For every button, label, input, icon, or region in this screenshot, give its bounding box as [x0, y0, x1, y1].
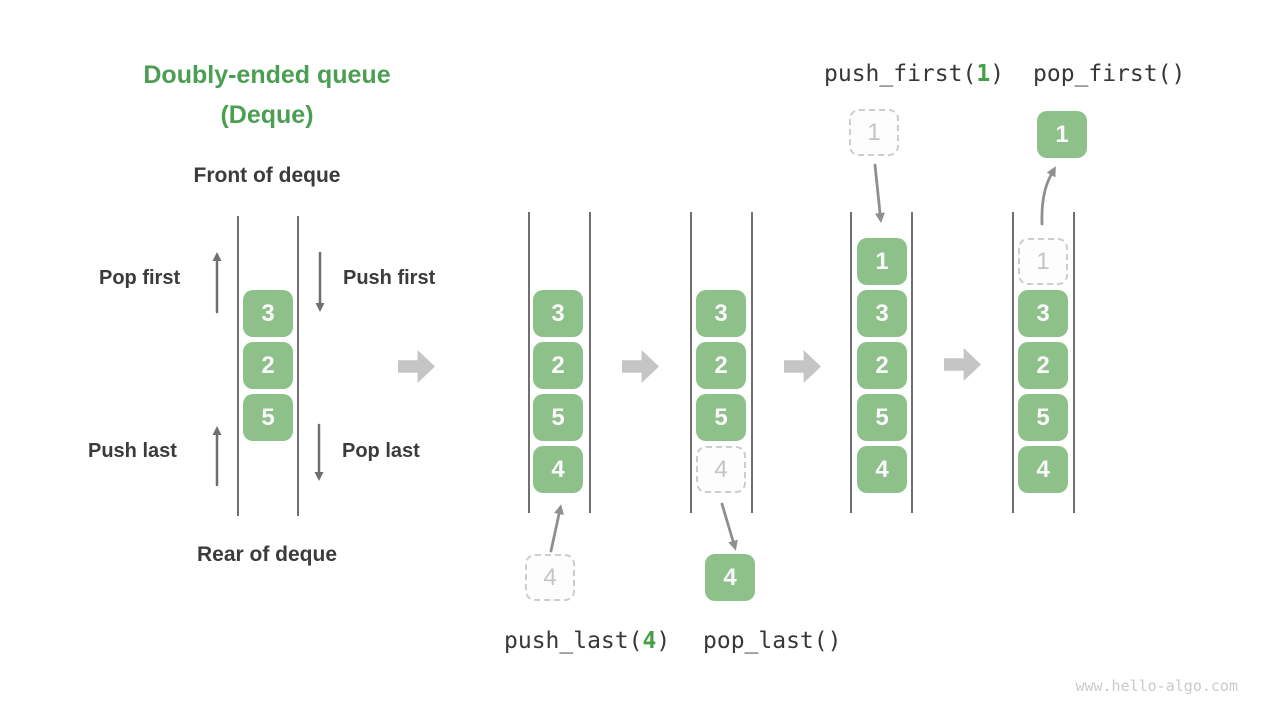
deque-after-push-last-cell-3: 3: [533, 290, 583, 337]
deque-after-push-first-wall-right: [911, 212, 913, 513]
flow-arrow-icon: [784, 350, 821, 383]
deque-during-pop-first-cell-2: 2: [1018, 342, 1068, 389]
deque-during-pop-first-wall-right: [1073, 212, 1075, 513]
op-text: pop_last(): [703, 628, 842, 654]
deque-during-pop-last-cell-3: 3: [696, 290, 746, 337]
deque-initial-cell-5: 5: [243, 394, 293, 441]
push-first-operation-caption: push_first(1): [824, 61, 1004, 87]
deque-after-push-last-cell-5: 5: [533, 394, 583, 441]
deque-after-push-last-wall-right: [589, 212, 591, 513]
front-of-deque-label: Front of deque: [193, 164, 341, 187]
diagram-title-line1: Doubly-ended queue: [143, 61, 391, 89]
deque-after-push-first-cell-1: 1: [857, 238, 907, 285]
deque-during-pop-last-wall-left: [690, 212, 692, 513]
op-text: ): [656, 628, 671, 654]
watermark: www.hello-algo.com: [1075, 677, 1238, 695]
deque-after-push-last-cell-4: 4: [533, 446, 583, 493]
deque-initial-cell-3: 3: [243, 290, 293, 337]
push-first-label: Push first: [343, 267, 436, 289]
diagram-title: Doubly-ended queue (Deque): [67, 55, 467, 135]
pop-first-connect-arrow-icon: [1040, 166, 1056, 226]
deque-initial-cell-2: 2: [243, 342, 293, 389]
op-text: push_last(: [504, 628, 643, 654]
rear-of-deque-label: Rear of deque: [196, 543, 338, 566]
deque-after-push-first-cell-4: 4: [857, 446, 907, 493]
deque-during-pop-first-cell-4: 4: [1018, 446, 1068, 493]
op-arg: 4: [642, 628, 657, 654]
push-first-incoming-value: 1: [849, 109, 899, 156]
deque-during-pop-last-wall-right: [751, 212, 753, 513]
push-first-connect-arrow-icon: [873, 163, 885, 223]
push-last-operation-caption: push_last(4): [504, 628, 670, 654]
deque-during-pop-last-cell-4-ghost: 4: [696, 446, 746, 493]
pop-first-label: Pop first: [99, 267, 181, 289]
deque-after-push-last-cell-2: 2: [533, 342, 583, 389]
diagram-title-line2: (Deque): [220, 101, 314, 129]
deque-initial-wall-left: [237, 216, 239, 516]
deque-during-pop-last-cell-5: 5: [696, 394, 746, 441]
push-last-incoming-value: 4: [525, 554, 575, 601]
flow-arrow-icon: [398, 350, 435, 383]
op-text: push_first(: [824, 61, 977, 87]
deque-after-push-first-cell-5: 5: [857, 394, 907, 441]
pop-first-popped-value: 1: [1037, 111, 1087, 158]
pop-first-operation-caption: pop_first(): [1033, 61, 1185, 87]
pop-last-connect-arrow-icon: [720, 502, 738, 551]
deque-during-pop-first-cell-1-ghost: 1: [1018, 238, 1068, 285]
flow-arrow-icon: [944, 348, 981, 381]
deque-during-pop-last-cell-2: 2: [696, 342, 746, 389]
deque-during-pop-first-wall-left: [1012, 212, 1014, 513]
pop-last-label: Pop last: [342, 440, 420, 462]
deque-after-push-last-wall-left: [528, 212, 530, 513]
deque-during-pop-first-cell-3: 3: [1018, 290, 1068, 337]
push-last-label: Push last: [88, 440, 177, 462]
deque-initial-wall-right: [297, 216, 299, 516]
push-last-connect-arrow-icon: [549, 504, 564, 553]
deque-after-push-first-wall-left: [850, 212, 852, 513]
flow-arrow-icon: [622, 350, 659, 383]
deque-after-push-first-cell-2: 2: [857, 342, 907, 389]
op-text: pop_first(): [1033, 61, 1186, 87]
pop-last-operation-caption: pop_last(): [703, 628, 841, 654]
op-text: ): [990, 61, 1005, 87]
op-arg: 1: [976, 61, 991, 87]
deque-after-push-first-cell-3: 3: [857, 290, 907, 337]
deque-during-pop-first-cell-5: 5: [1018, 394, 1068, 441]
pop-last-popped-value: 4: [705, 554, 755, 601]
